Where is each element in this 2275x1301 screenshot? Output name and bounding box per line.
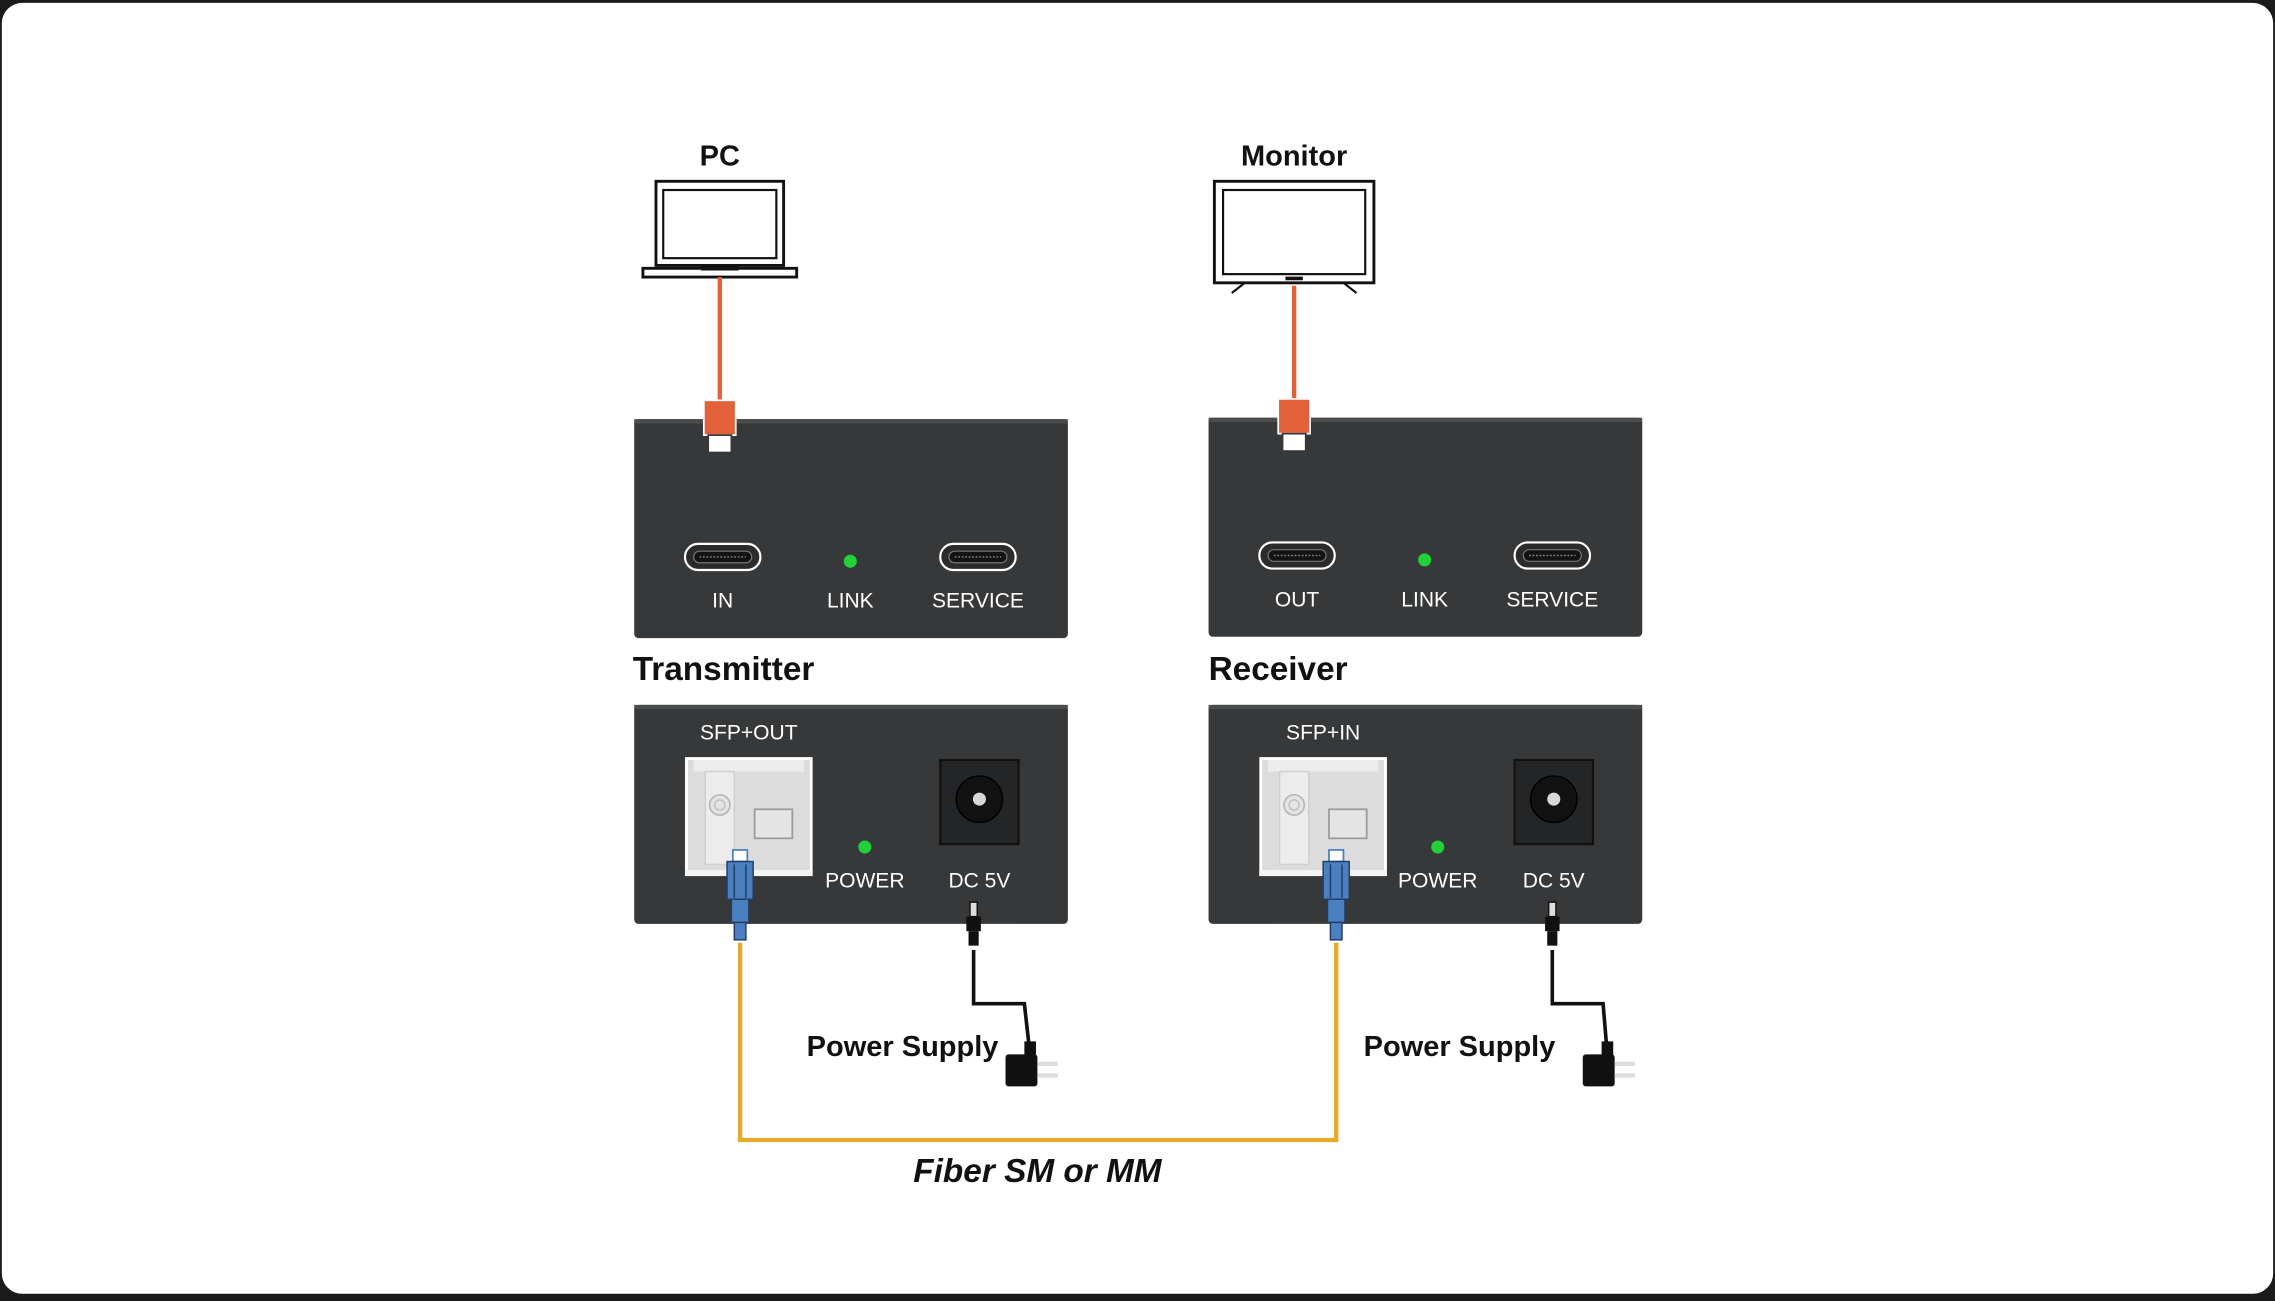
receiver-front-panel [1208, 417, 1643, 637]
hdmi-plug-pc [702, 399, 737, 454]
sfp-module-icon [1258, 756, 1388, 877]
port-label-out: OUT [1275, 588, 1320, 611]
port-label-in: IN [712, 590, 733, 613]
adapter-neck-rx [1601, 1041, 1614, 1056]
port-label-dc: DC 5V [948, 870, 1010, 893]
port-label-service: SERVICE [1506, 588, 1598, 611]
adapter-neck-tx [1024, 1041, 1036, 1056]
port-label-sfp-out: SFP+OUT [700, 722, 798, 745]
laptop-icon [641, 179, 799, 279]
fiber-cable [737, 942, 1339, 1143]
usb-c-port-icon [939, 542, 1017, 572]
power-supply-label-rx: Power Supply [1364, 1031, 1556, 1063]
usb-c-port-icon [683, 542, 762, 572]
power-cable-tx [971, 950, 1032, 1057]
usb-c-port-icon [1513, 541, 1592, 570]
hdmi-plug-monitor [1277, 397, 1311, 452]
port-label-power: POWER [825, 870, 904, 893]
sfp-module-icon [684, 756, 814, 877]
usb-c-port-icon [1258, 541, 1336, 570]
power-led [858, 840, 872, 854]
port-label-dc: DC 5V [1523, 870, 1585, 893]
port-label-link: LINK [1401, 588, 1448, 611]
port-label-power: POWER [1398, 870, 1477, 893]
port-label-link: LINK [827, 590, 874, 613]
port-label-sfp-in: SFP+IN [1286, 722, 1360, 745]
transmitter-title: Transmitter [633, 651, 815, 688]
dc-jack-icon [1513, 758, 1595, 846]
monitor-label: Monitor [1241, 140, 1347, 172]
transmitter-front-panel [634, 419, 1068, 639]
receiver-title: Receiver [1209, 651, 1348, 688]
power-led [1431, 840, 1445, 854]
dc-jack-icon [939, 758, 1020, 846]
power-supply-label-tx: Power Supply [807, 1031, 999, 1063]
power-cable-rx [1550, 950, 1610, 1057]
link-led [1418, 553, 1432, 567]
port-label-service: SERVICE [932, 590, 1024, 613]
monitor-icon [1212, 179, 1376, 294]
link-led [843, 554, 857, 568]
fiber-label: Fiber SM or MM [913, 1153, 1162, 1190]
pc-label: PC [700, 140, 740, 172]
